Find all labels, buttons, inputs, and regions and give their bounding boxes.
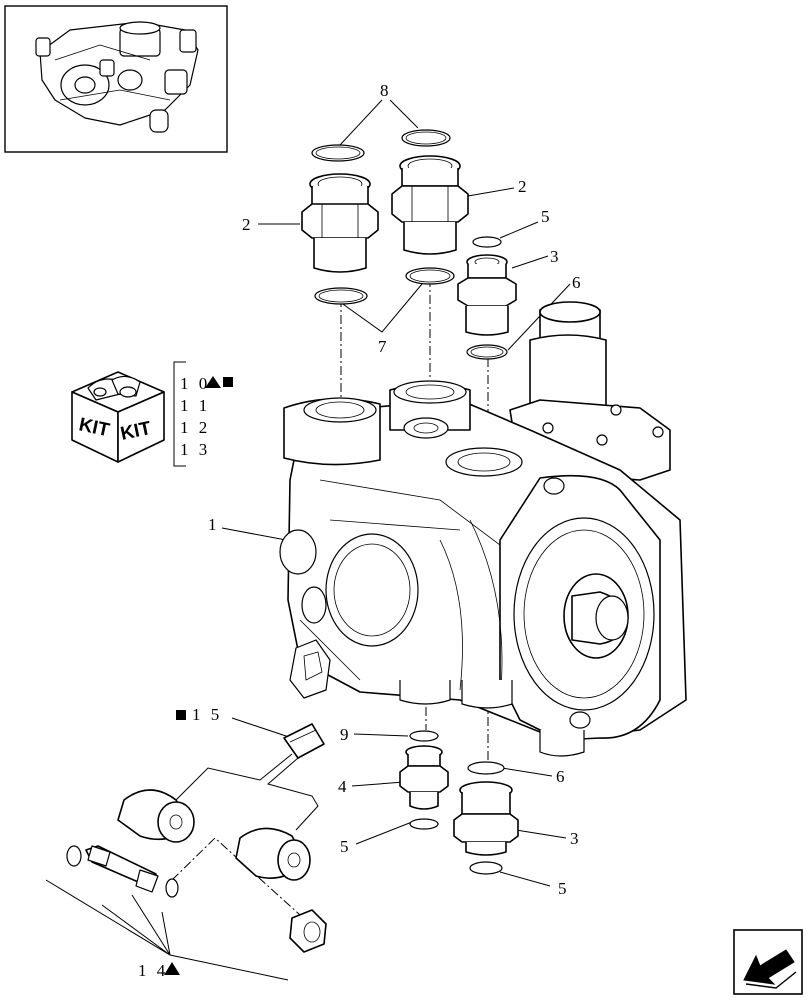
callout-5-mid[interactable]: 5 [340, 837, 349, 856]
solenoid-reference: 1 5 [176, 705, 222, 724]
callout-6-bottom[interactable]: 6 [556, 767, 565, 786]
cartridge-reference: 1 4 [138, 961, 180, 980]
square-marker-icon [223, 377, 233, 387]
leader-lines [45, 99, 571, 981]
callout-2-left[interactable]: 2 [242, 215, 251, 234]
overview-thumbnail[interactable] [4, 5, 228, 153]
callout-5-bottom[interactable]: 5 [558, 879, 567, 898]
kit-item-list: 1 0 1 1 1 2 1 3 [180, 374, 233, 459]
kit-item-13[interactable]: 1 3 [180, 440, 210, 459]
kit-item-10[interactable]: 1 0 [180, 374, 210, 393]
callout-8[interactable]: 8 [380, 81, 389, 100]
thumbnail-pump-icon [35, 21, 199, 133]
kit-item-12[interactable]: 1 2 [180, 418, 210, 437]
callout-2-right[interactable]: 2 [518, 177, 527, 196]
hydraulic-pump-body [279, 301, 687, 757]
fittings [301, 155, 519, 856]
callout-5-top[interactable]: 5 [541, 207, 550, 226]
callout-labels: 8 2 2 5 3 6 7 1 9 4 6 5 3 5 [208, 81, 581, 898]
triangle-marker-icon [164, 962, 180, 975]
callout-7[interactable]: 7 [378, 337, 387, 356]
square-marker-icon [176, 710, 186, 720]
callout-6-top[interactable]: 6 [572, 273, 581, 292]
callout-1[interactable]: 1 [208, 515, 217, 534]
o-rings [66, 129, 508, 898]
triangle-marker-icon [205, 376, 221, 388]
navigation-arrow-icon[interactable] [733, 929, 803, 995]
kit-item-11[interactable]: 1 1 [180, 396, 210, 415]
cartridge-ref-number[interactable]: 1 4 [138, 961, 168, 980]
solenoid-assembly [85, 723, 327, 953]
callout-4[interactable]: 4 [338, 777, 347, 796]
callout-9[interactable]: 9 [340, 725, 349, 744]
callout-3-bottom[interactable]: 3 [570, 829, 579, 848]
kit-box-icon: KIT KIT [71, 371, 165, 463]
callout-3-top[interactable]: 3 [550, 247, 559, 266]
solenoid-ref-number[interactable]: 1 5 [192, 705, 222, 724]
